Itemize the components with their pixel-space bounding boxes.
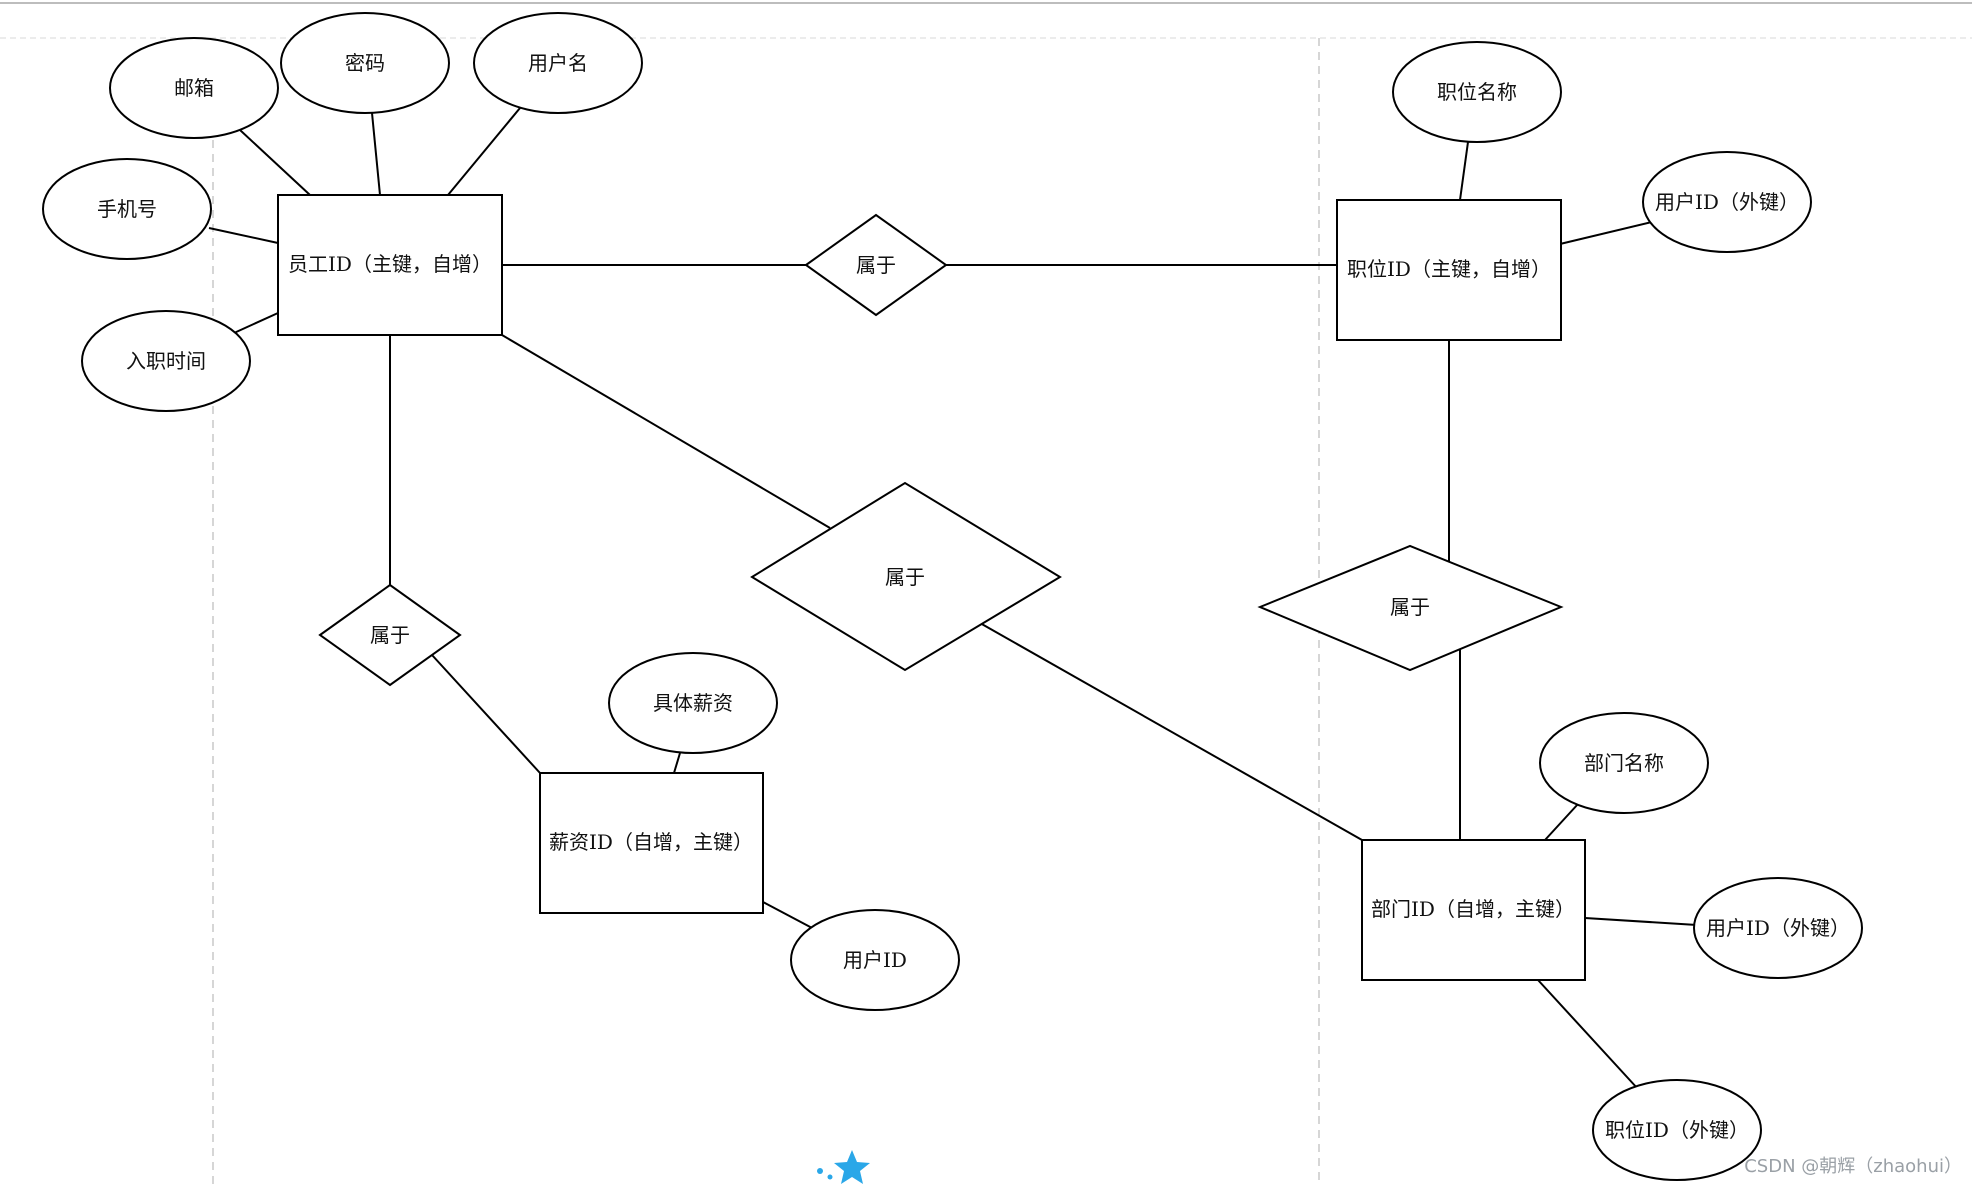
relationship-emp-salary-label: 属于 <box>370 623 410 647</box>
attr-username[interactable]: 用户名 <box>473 12 643 114</box>
entity-employee[interactable]: 员工ID（主键，自增） <box>277 194 503 336</box>
star-icon <box>817 1150 870 1184</box>
relationship-position-department-label: 属于 <box>1390 595 1430 619</box>
attr-hire-time[interactable]: 入职时间 <box>81 310 251 412</box>
link-email <box>239 129 311 196</box>
attr-salary-user-id-label: 用户ID <box>843 948 907 972</box>
link-dept-position-id <box>1537 979 1639 1090</box>
attr-salary-amount-label: 具体薪资 <box>653 691 733 715</box>
relationship-emp-department-label: 属于 <box>885 565 925 589</box>
attr-hire-time-label: 入职时间 <box>126 349 206 373</box>
attr-password[interactable]: 密码 <box>280 12 450 114</box>
entity-position[interactable]: 职位ID（主键，自增） <box>1336 199 1562 341</box>
attr-email[interactable]: 邮箱 <box>109 37 279 139</box>
relationship-emp-department[interactable]: 属于 <box>750 481 1062 672</box>
entity-salary[interactable]: 薪资ID（自增，主键） <box>539 772 764 914</box>
attr-password-label: 密码 <box>345 51 385 75</box>
link-position-user-id <box>1559 221 1653 245</box>
link-username <box>447 107 521 196</box>
attr-email-label: 邮箱 <box>174 76 214 100</box>
entity-department[interactable]: 部门ID（自增，主键） <box>1361 839 1586 981</box>
link-salary-user-id <box>762 901 815 930</box>
relationship-emp-position[interactable]: 属于 <box>804 213 948 317</box>
attr-username-label: 用户名 <box>528 51 588 75</box>
link-phone <box>208 227 279 244</box>
attr-phone-label: 手机号 <box>97 197 157 221</box>
link-hire-time <box>233 312 279 334</box>
link-position-name <box>1459 141 1469 201</box>
entity-department-label: 部门ID（自增，主键） <box>1371 897 1575 921</box>
link-salary-amount <box>673 752 681 774</box>
link-dept-name <box>1544 803 1579 841</box>
attr-dept-name-label: 部门名称 <box>1584 751 1664 775</box>
entity-position-label: 职位ID（主键，自增） <box>1347 257 1551 281</box>
link-rel2-dept <box>979 622 1363 841</box>
attr-position-user-id-label: 用户ID（外键） <box>1655 190 1799 214</box>
attr-phone[interactable]: 手机号 <box>42 158 212 260</box>
csdn-watermark: CSDN @朝辉（zhaohui） <box>1744 1156 1962 1177</box>
attr-dept-user-id-label: 用户ID（外键） <box>1706 916 1850 940</box>
entity-salary-label: 薪资ID（自增，主键） <box>549 830 753 854</box>
attr-dept-position-id[interactable]: 职位ID（外键） <box>1592 1079 1762 1181</box>
attr-dept-position-id-label: 职位ID（外键） <box>1605 1118 1749 1142</box>
attr-position-name[interactable]: 职位名称 <box>1392 41 1562 143</box>
relationship-emp-position-label: 属于 <box>856 253 896 277</box>
relationship-position-department[interactable]: 属于 <box>1257 544 1564 672</box>
link-emp-rel2 <box>501 334 831 529</box>
attr-salary-user-id[interactable]: 用户ID <box>790 909 960 1011</box>
attr-dept-user-id[interactable]: 用户ID（外键） <box>1693 877 1863 979</box>
attr-position-name-label: 职位名称 <box>1437 80 1517 104</box>
link-password <box>371 112 381 196</box>
link-dept-user-id <box>1584 917 1698 926</box>
attr-dept-name[interactable]: 部门名称 <box>1539 712 1709 814</box>
relationship-emp-salary[interactable]: 属于 <box>318 583 462 687</box>
entity-employee-label: 员工ID（主键，自增） <box>288 252 492 276</box>
link-rel3-salary <box>431 654 541 774</box>
attr-position-user-id[interactable]: 用户ID（外键） <box>1642 151 1812 253</box>
attr-salary-amount[interactable]: 具体薪资 <box>608 652 778 754</box>
